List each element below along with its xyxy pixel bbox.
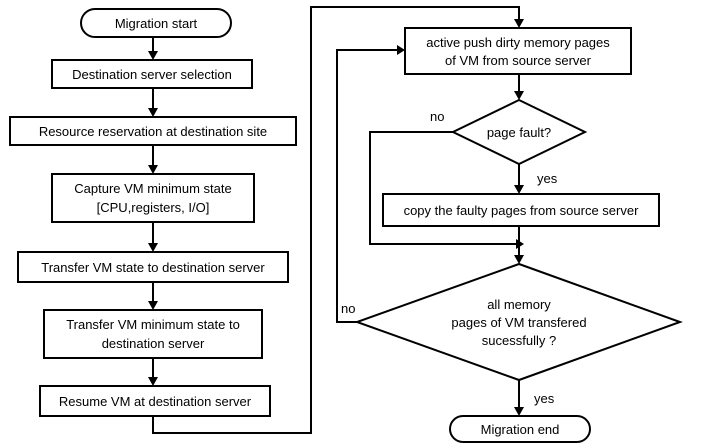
capture-state-label-line2: [CPU,registers, I/O] (97, 200, 210, 215)
active-push-label-line2: of VM from source server (445, 53, 592, 68)
all-pages-label-line3: sucessfully ? (482, 333, 556, 348)
page-fault-no-connector (369, 131, 516, 245)
resume-vm-label: Resume VM at destination server (59, 394, 252, 409)
migration-end-node (449, 415, 591, 443)
arrow-head (148, 301, 158, 310)
all-pages-no-label: no (341, 301, 355, 316)
page-fault-label: page fault? (487, 125, 551, 140)
arrow-head (514, 91, 524, 100)
arrow-head (148, 165, 158, 174)
all-pages-yes-label: yes (534, 391, 555, 406)
transfer-min-state-label-line2: destination server (102, 336, 205, 351)
cross-column-connector (152, 6, 520, 434)
arrow-head (148, 108, 158, 117)
all-pages-label-line2: pages of VM transfered (451, 315, 586, 330)
destination-selection-label: Destination server selection (72, 67, 232, 82)
capture-state-box (51, 173, 255, 223)
capture-state-label-line1: Capture VM minimum state (74, 181, 232, 196)
arrow-head (148, 51, 158, 60)
all-pages-label-line1: all memory (487, 297, 551, 312)
arrow-head (514, 255, 524, 264)
arrow-head (397, 45, 405, 55)
resource-reservation-label: Resource reservation at destination site (39, 124, 267, 139)
transfer-min-state-box (43, 309, 263, 359)
copy-pages-label: copy the faulty pages from source server (404, 203, 640, 218)
active-push-box (404, 27, 632, 75)
destination-selection-box (51, 59, 253, 89)
arrow-head (148, 377, 158, 386)
active-push-label-line1: active push dirty memory pages (426, 35, 610, 50)
page-fault-yes-label: yes (537, 171, 558, 186)
arrow-head (514, 19, 524, 28)
page-fault-no-label: no (430, 109, 444, 124)
arrow-head (148, 243, 158, 252)
copy-pages-box (382, 193, 660, 227)
arrow-head (514, 185, 524, 194)
arrow-head (514, 407, 524, 416)
migration-start-node (80, 8, 232, 38)
transfer-state-label: Transfer VM state to destination server (41, 260, 265, 275)
migration-start-label: Migration start (115, 16, 198, 31)
resume-vm-box (39, 385, 271, 417)
migration-end-label: Migration end (481, 422, 560, 437)
transfer-min-state-label-line1: Transfer VM minimum state to (66, 317, 240, 332)
all-pages-no-connector (336, 49, 397, 323)
